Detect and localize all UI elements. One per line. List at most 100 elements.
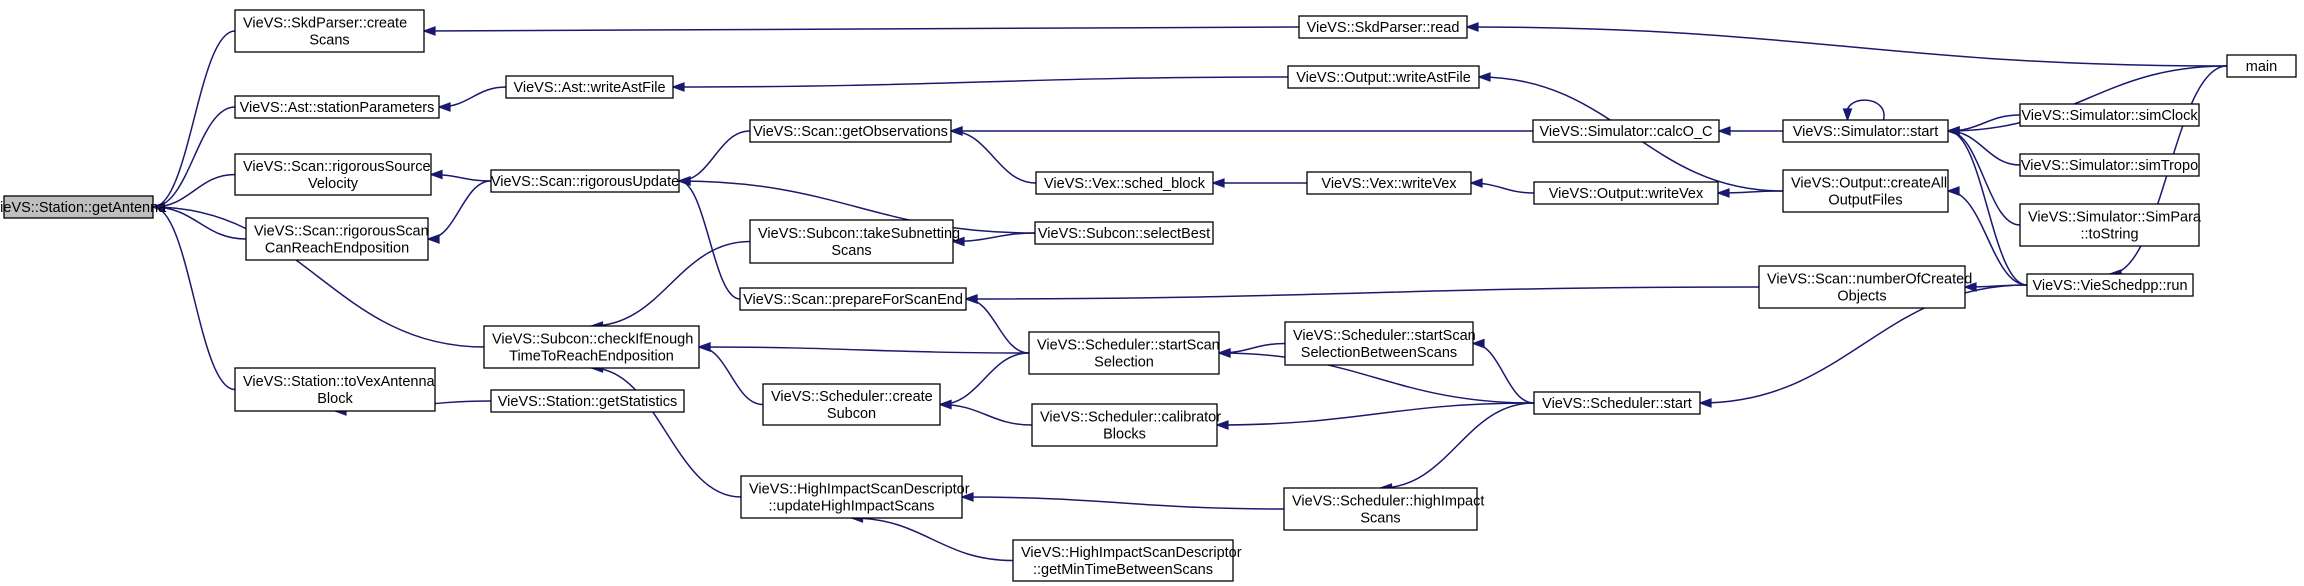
edge-line — [1947, 65, 2228, 132]
edge-line — [1699, 284, 2028, 404]
edge-line — [952, 232, 1036, 243]
node-box — [2026, 273, 2194, 297]
function-node[interactable]: main — [2226, 54, 2297, 78]
function-node[interactable]: VieVS::Ast::stationParameters — [234, 95, 440, 119]
function-node[interactable]: VieVS::Subcon::checkIfEnoughTimeToReachE… — [483, 325, 700, 369]
function-node[interactable]: VieVS::HighImpactScanDescriptor::getMinT… — [1012, 539, 1242, 582]
function-node[interactable]: VieVS::VieSchedpp::run — [2026, 273, 2194, 297]
call-edge-n16-n8 — [677, 176, 1036, 234]
call-edge-n11-n8 — [677, 176, 741, 300]
node-box — [245, 217, 429, 261]
edge-line — [152, 30, 236, 208]
arrow-head — [422, 26, 436, 36]
node-label: VieVS::Simulator::calcO_C — [1540, 124, 1713, 140]
node-box — [1532, 119, 1720, 143]
node-box — [234, 9, 425, 53]
node-label: VieVS::Subcon::selectBest — [1038, 226, 1210, 242]
function-node[interactable]: VieVS::Scan::prepareForScanEnd — [739, 287, 967, 311]
node-label: ::getMinTimeBetweenScans — [1033, 562, 1213, 578]
call-edge-n21-n7 — [671, 76, 1289, 92]
function-node[interactable]: VieVS::Vex::sched_block — [1035, 171, 1214, 195]
call-edge-n2-n0 — [151, 106, 236, 212]
arrow-head — [1716, 188, 1730, 198]
call-edge-n8-n4 — [426, 180, 492, 244]
node-label: VieVS::Subcon::takeSubnetting — [758, 226, 960, 242]
edge-line — [1216, 402, 1535, 426]
edge-line — [672, 76, 1289, 88]
function-node[interactable]: VieVS::HighImpactScanDescriptor::updateH… — [740, 475, 970, 519]
function-node[interactable]: VieVS::Simulator::SimPara::toString — [2019, 203, 2202, 247]
root-function-node[interactable]: VieVS::Station::getAntenna — [0, 195, 167, 219]
arrow-head — [1477, 72, 1491, 82]
arrow-head — [1211, 178, 1225, 188]
node-box — [1533, 181, 1719, 205]
function-node[interactable]: VieVS::Scan::rigorousUpdate — [490, 169, 680, 193]
node-box — [749, 119, 952, 143]
node-label: VieVS::Scheduler::startScan — [1037, 338, 1220, 354]
function-node[interactable]: VieVS::Simulator::simClock — [2019, 103, 2200, 127]
call-edge-n7-n2 — [437, 86, 507, 112]
function-node[interactable]: VieVS::Scan::rigorousScanCanReachEndposi… — [245, 217, 429, 261]
node-box — [1298, 15, 1468, 39]
node-label: ::updateHighImpactScans — [768, 499, 934, 515]
function-node[interactable]: VieVS::Simulator::start — [1782, 119, 1949, 143]
arrow-head — [1471, 338, 1485, 349]
node-label: Scans — [831, 243, 871, 259]
node-label: VieVS::Output::writeAstFile — [1296, 70, 1471, 86]
edge-line — [423, 26, 1300, 32]
call-edge-n6-n0 — [151, 202, 236, 391]
function-node[interactable]: VieVS::Scheduler::start — [1533, 391, 1701, 415]
function-node[interactable]: VieVS::Simulator::calcO_C — [1532, 119, 1720, 143]
function-node[interactable]: VieVS::Ast::writeAstFile — [505, 75, 674, 99]
node-label: Block — [317, 391, 353, 407]
edge-line — [591, 240, 751, 327]
function-node[interactable]: VieVS::Subcon::selectBest — [1034, 221, 1214, 245]
call-edge-n16-n10 — [951, 232, 1036, 247]
node-label: TimeToReachEndposition — [509, 349, 674, 365]
edge-line — [1466, 26, 2228, 67]
arrow-head — [1842, 108, 1853, 122]
function-node[interactable]: VieVS::Station::getStatistics — [490, 389, 685, 413]
call-edge-n22-n15 — [1211, 178, 1307, 188]
node-box — [1035, 171, 1214, 195]
arrow-head — [949, 126, 963, 136]
node-label: VieVS::Ast::writeAstFile — [513, 80, 665, 96]
arrow-head — [429, 169, 443, 180]
node-box — [3, 195, 154, 219]
arrow-head — [1717, 126, 1731, 136]
call-edge-n34-n29 — [1946, 186, 2028, 286]
edge-line — [939, 403, 1033, 426]
arrow-head — [1469, 178, 1483, 188]
function-node[interactable]: VieVS::Vex::writeVex — [1306, 171, 1472, 195]
edge-line — [1947, 130, 2021, 226]
edge-line — [698, 346, 764, 406]
node-box — [1782, 169, 1949, 213]
node-box — [2019, 203, 2200, 247]
function-node[interactable]: VieVS::Scheduler::startScanSelectionBetw… — [1284, 321, 1476, 366]
function-node[interactable]: VieVS::Scan::getObservations — [749, 119, 952, 143]
function-node[interactable]: VieVS::Output::writeVex — [1533, 181, 1719, 205]
node-label: VieVS::Scheduler::create — [771, 389, 933, 405]
edge-line — [698, 346, 1030, 354]
node-label: VieVS::Scan::getObservations — [753, 124, 948, 140]
node-label: VieVS::Simulator::start — [1793, 124, 1939, 140]
function-node[interactable]: VieVS::Simulator::simTropo — [2019, 153, 2200, 177]
arrow-head — [426, 234, 440, 244]
node-label: VieVS::Scan::rigorousSource — [243, 159, 431, 175]
arrow-head — [697, 342, 711, 352]
function-node[interactable]: VieVS::Output::writeAstFile — [1287, 65, 1480, 89]
edge-line — [1218, 352, 1535, 404]
function-node[interactable]: VieVS::SkdParser::read — [1298, 15, 1468, 39]
arrow-head — [1946, 126, 1960, 136]
